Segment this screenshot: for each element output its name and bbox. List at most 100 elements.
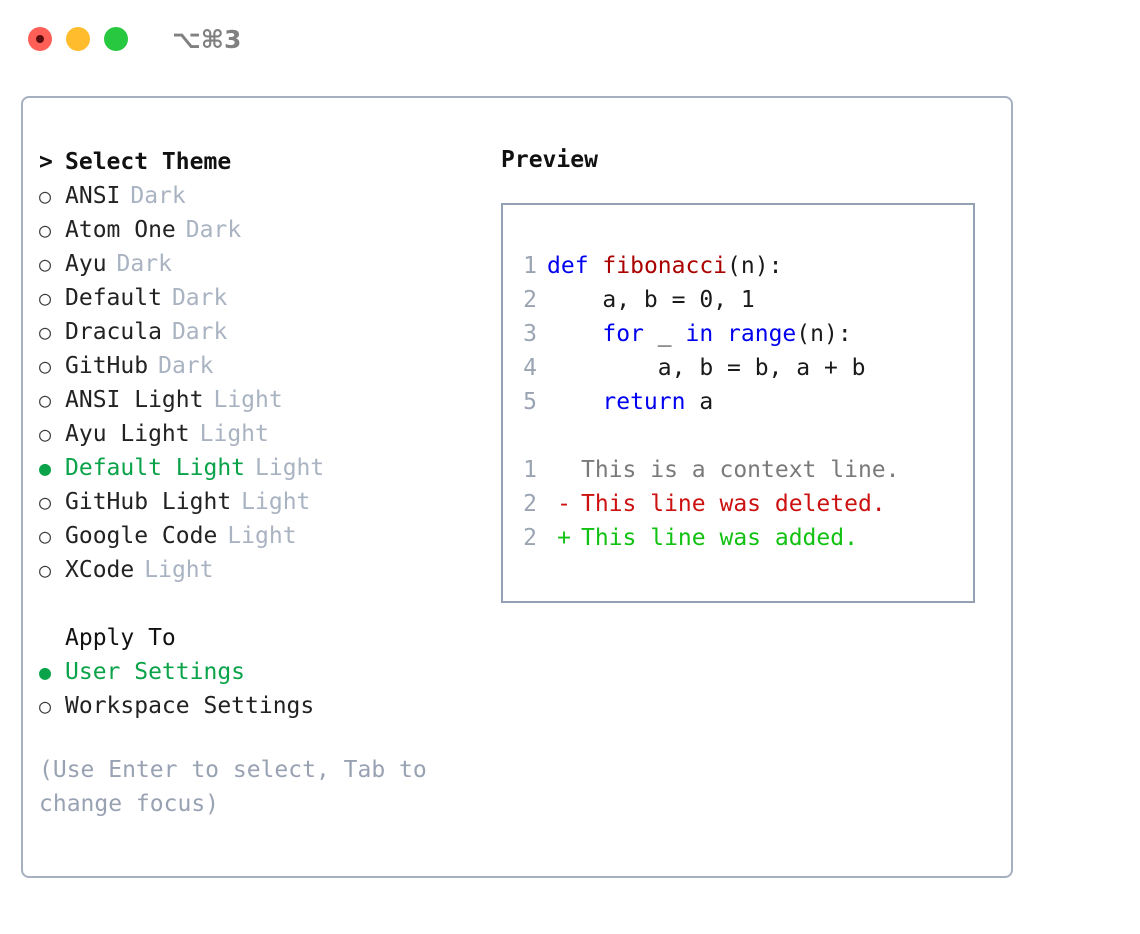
radio-selected-icon[interactable]: ● (39, 660, 52, 684)
theme-option-label: Ayu (65, 251, 107, 277)
code-token: in (685, 321, 714, 347)
radio-unselected-icon[interactable]: ○ (39, 694, 52, 718)
window-titlebar: ⌥⌘3 (0, 0, 1140, 78)
radio-unselected-icon[interactable]: ○ (39, 184, 52, 208)
code-token: for (602, 321, 644, 347)
radio-selected-icon[interactable]: ● (39, 456, 52, 480)
code-token: (n): (727, 253, 783, 279)
diff-marker-delete: - (557, 491, 571, 517)
theme-variant-tag: Light (255, 455, 325, 481)
code-line-text: for _ in range(n): (547, 317, 852, 351)
keyboard-hint-text: (Use Enter to select, Tab to change focu… (39, 757, 427, 817)
theme-variant-tag: Light (213, 387, 283, 413)
diff-line: 2-This line was deleted. (503, 487, 973, 521)
minimize-window-icon[interactable] (66, 27, 90, 51)
code-token: fibonacci (602, 253, 728, 279)
apply-to-options-list: ●User Settings ○ Workspace Settings (39, 655, 479, 723)
theme-variant-tag: Dark (116, 251, 172, 277)
radio-unselected-icon[interactable]: ○ (39, 558, 52, 582)
theme-option-row[interactable]: ● Default Light Light (39, 451, 479, 485)
apply-to-header: Apply To (39, 621, 479, 655)
prompt-caret-icon: > (39, 149, 53, 175)
code-token: range (727, 321, 797, 347)
theme-option-label: XCode (65, 557, 135, 583)
theme-option-row[interactable]: ○ Ayu Light Light (39, 417, 479, 451)
radio-unselected-icon[interactable]: ○ (39, 320, 52, 344)
theme-option-label: Ayu Light (65, 421, 190, 447)
theme-option-label: Default Light (65, 455, 246, 481)
code-token (589, 253, 603, 279)
theme-variant-tag: Dark (130, 183, 186, 209)
diff-marker-context (547, 453, 581, 487)
theme-option-row[interactable]: ○ ANSI Dark (39, 179, 479, 213)
theme-variant-tag: Light (144, 557, 214, 583)
select-theme-title: Select Theme (65, 149, 232, 175)
radio-unselected-icon[interactable]: ○ (39, 252, 52, 276)
diff-line-text: This is a context line. (581, 457, 900, 483)
code-token: a, b = b, a + b (657, 355, 866, 381)
code-token: a, b = 0, 1 (602, 287, 755, 313)
radio-unselected-icon[interactable]: ○ (39, 354, 52, 378)
code-token (713, 321, 727, 347)
theme-option-row[interactable]: ○ Atom One Dark (39, 213, 479, 247)
theme-option-label: ANSI (65, 183, 121, 209)
theme-option-label: Default (65, 285, 162, 311)
radio-unselected-icon[interactable]: ○ (39, 286, 52, 310)
code-token: def (547, 253, 589, 279)
code-line-number: 1 (523, 253, 537, 279)
radio-unselected-icon[interactable]: ○ (39, 218, 52, 242)
code-token: return (602, 389, 686, 415)
theme-variant-tag: Light (227, 523, 297, 549)
apply-to-option-row[interactable]: ○ Workspace Settings (39, 689, 479, 723)
code-line-number: 3 (523, 321, 537, 347)
code-line-number: 4 (523, 355, 537, 381)
code-line-text: a, b = 0, 1 (547, 283, 755, 317)
code-diff-separator (503, 419, 973, 453)
code-line: 2 a, b = 0, 1 (503, 283, 973, 317)
apply-to-option-row[interactable]: ●User Settings (39, 655, 479, 689)
code-line-number: 2 (523, 287, 537, 313)
diff-line-number: 2 (523, 491, 537, 517)
radio-unselected-icon[interactable]: ○ (39, 524, 52, 548)
maximize-window-icon[interactable] (104, 27, 128, 51)
radio-unselected-icon[interactable]: ○ (39, 422, 52, 446)
theme-option-row[interactable]: ○ ANSI Light Light (39, 383, 479, 417)
list-spacer (39, 587, 479, 621)
theme-option-label: Dracula (65, 319, 162, 345)
code-line: 5 return a (503, 385, 973, 419)
diff-line-text: This line was deleted. (581, 491, 886, 517)
diff-line: 2+This line was added. (503, 521, 973, 555)
close-window-icon[interactable] (28, 27, 52, 51)
theme-option-row[interactable]: ○ Dracula Dark (39, 315, 479, 349)
theme-option-label: GitHub Light (65, 489, 232, 515)
theme-variant-tag: Light (199, 421, 269, 447)
code-line-text: a, b = b, a + b (547, 351, 866, 385)
apply-to-option-label: Workspace Settings (65, 693, 315, 719)
keyboard-shortcut-label: ⌥⌘3 (172, 24, 242, 54)
code-line-text: def fibonacci(n): (547, 249, 782, 283)
theme-option-label: ANSI Light (65, 387, 204, 413)
radio-unselected-icon[interactable]: ○ (39, 388, 52, 412)
theme-option-label: Atom One (65, 217, 176, 243)
code-token: (n): (796, 321, 852, 347)
radio-unselected-icon[interactable]: ○ (39, 490, 52, 514)
code-token: a (685, 389, 714, 415)
theme-variant-tag: Dark (171, 319, 228, 345)
code-line-text: return a (547, 385, 713, 419)
code-line: 4 a, b = b, a + b (503, 351, 973, 385)
diff-line-number: 2 (523, 525, 537, 551)
theme-option-row[interactable]: ○ Ayu Dark (39, 247, 479, 281)
code-token: _ (643, 321, 686, 347)
theme-option-row[interactable]: ○ XCode Light (39, 553, 479, 587)
preview-title: Preview (501, 147, 598, 173)
theme-variant-tag: Dark (185, 217, 242, 243)
